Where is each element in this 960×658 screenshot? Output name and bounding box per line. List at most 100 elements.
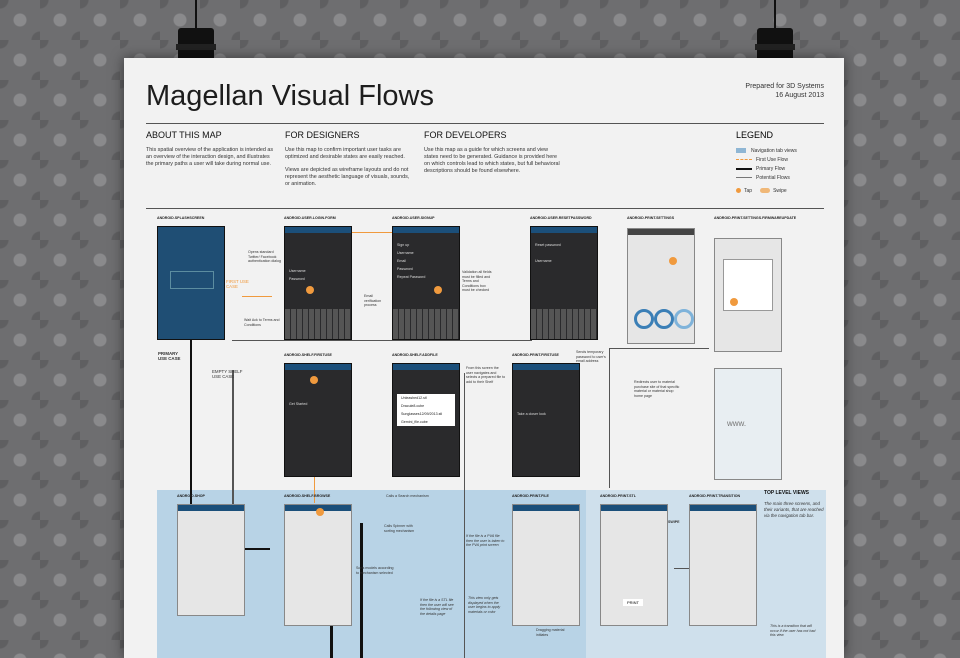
legend-item-gestures: Tap Swipe <box>736 186 826 195</box>
legend-item-primary: Primary Flow <box>736 164 826 173</box>
print-transition-screen[interactable] <box>689 504 757 626</box>
designers-body-1: Use this map to confirm important user t… <box>285 147 405 160</box>
action-bar <box>178 505 244 511</box>
tap-icon <box>306 286 314 294</box>
firmware-update-screen[interactable] <box>714 238 782 352</box>
legend-label: Swipe <box>773 187 787 194</box>
about-body: This spatial overview of the application… <box>146 147 274 167</box>
first-use-line <box>242 296 272 297</box>
splash-screen[interactable] <box>157 226 225 340</box>
legend-line-grey <box>736 177 752 178</box>
password-field[interactable]: Password <box>397 267 413 271</box>
designers-section: FOR DESIGNERS Use this map to confirm im… <box>285 130 413 194</box>
get-started-label[interactable]: Get Started <box>289 402 308 406</box>
password-field[interactable]: Password <box>289 277 305 281</box>
legend-label: Navigation tab views <box>751 147 797 154</box>
potential-flow-line <box>232 340 532 341</box>
list-item[interactable]: Dracule8.cube <box>401 404 425 408</box>
calls-search-note: Calls a Search mechanism <box>386 494 429 498</box>
login-screen[interactable]: Username Password <box>284 226 352 340</box>
legend-item-first-use: First Use Flow <box>736 155 826 164</box>
send-temp-note: Sends temporary password to user's email… <box>576 350 606 364</box>
screen-label: ANDROID.SHELF.FIRSTUSE <box>284 353 332 357</box>
shop-screen[interactable] <box>177 504 245 616</box>
wait-ack-note: Wait Ack to Terms and Conditions <box>244 318 280 327</box>
action-bar <box>601 505 667 511</box>
print-button[interactable]: PRINT <box>623 599 643 606</box>
screen-label: ANDROID.PRINT.FILE <box>512 494 549 498</box>
legend: LEGEND Navigation tab views First Use Fl… <box>736 130 826 195</box>
validation-note: Validation all fields must be filled and… <box>462 270 492 293</box>
transition-note: This is a transition that will occur if … <box>770 624 816 638</box>
list-item[interactable]: Unleashed12.stl <box>401 396 427 400</box>
legend-label: Potential Flows <box>756 174 790 181</box>
designers-body-2: Views are depicted as wireframe layouts … <box>285 167 410 187</box>
screen-label: ANDROID.USER.LOGIN.FORM <box>284 216 336 220</box>
legend-line-orange <box>736 159 752 160</box>
sign-up-title: Sign up <box>397 243 410 247</box>
top-level-heading: TOP LEVEL VIEWS <box>764 490 810 496</box>
potential-flow-line <box>464 373 465 658</box>
screen-label: ANDROID.PRINT.STL <box>600 494 636 498</box>
top-level-body: The main three screens, and their varian… <box>764 501 824 518</box>
reset-password-screen[interactable]: Reset password Username <box>530 226 598 340</box>
from-this-screen-note: From this screen the user navigates and … <box>466 366 506 384</box>
print-first-use-screen[interactable]: Take a closer look <box>512 363 580 477</box>
reset-password-title: Reset password <box>535 243 561 247</box>
swipe-note: SWIPE <box>668 520 680 524</box>
username-field[interactable]: Username <box>289 269 306 273</box>
file-list: Unleashed12.stl Dracule8.cube Sunglasses… <box>397 394 455 426</box>
primary-flow-line <box>360 523 363 658</box>
shelf-first-use-screen[interactable]: Get Started <box>284 363 352 477</box>
screen-label: ANDROID.PRINT.SETTINGS <box>627 216 675 220</box>
keyboard[interactable] <box>393 309 459 339</box>
legend-item-potential: Potential Flows <box>736 173 826 182</box>
if-pva-note: If the file is a PVA file then the user … <box>466 534 505 548</box>
signup-screen[interactable]: Sign up Username Email Password Repeat P… <box>392 226 460 340</box>
action-bar <box>690 505 756 511</box>
header-rule <box>146 123 824 124</box>
action-bar <box>628 229 694 235</box>
this-view-note: This view only gets displayed when the u… <box>468 596 501 614</box>
screen-label: ANDROID.PRINT.SETTINGS.FIRMWAREUPDATE <box>714 216 797 220</box>
print-file-screen[interactable] <box>512 504 580 626</box>
potential-flow-line <box>609 348 610 488</box>
list-item[interactable]: Sunglasses12/09/2013.stl <box>401 412 443 416</box>
developers-body: Use this map as a guide for which screen… <box>424 147 560 174</box>
email-field[interactable]: Email <box>397 259 406 263</box>
action-bar <box>285 227 351 233</box>
action-bar <box>531 227 597 233</box>
screen-label: ANDROID.PRINT.FIRSTUSE <box>512 353 559 357</box>
designers-heading: FOR DESIGNERS <box>285 130 360 140</box>
prepared-for: Prepared for 3D Systems 16 August 2013 <box>745 82 824 100</box>
username-field[interactable]: Username <box>535 259 552 263</box>
username-field[interactable]: Username <box>397 251 414 255</box>
primary-use-case-note: PRIMARY USE CASE <box>158 351 181 361</box>
potential-flow-line <box>609 348 709 349</box>
web-shop-screen[interactable]: www. <box>714 368 782 480</box>
repeat-password-field[interactable]: Repeat Password <box>397 275 426 279</box>
empty-shelf-note: EMPTY SHELF USE CASE <box>212 369 243 379</box>
tap-icon <box>316 508 324 516</box>
if-stl-note: If the file is a STL file then the user … <box>420 598 454 616</box>
shelf-browse-screen[interactable] <box>284 504 352 626</box>
about-heading: ABOUT THIS MAP <box>146 130 222 140</box>
email-verification-note: Email verification process <box>364 294 382 308</box>
list-item[interactable]: Gemini_file.cube <box>401 420 428 424</box>
print-settings-screen[interactable] <box>627 228 695 344</box>
keyboard[interactable] <box>285 309 351 339</box>
screen-label: ANDROID.SPLASHSCREEN <box>157 216 205 220</box>
primary-flow-line <box>190 340 192 550</box>
keyboard[interactable] <box>531 309 597 339</box>
prepared-date: 16 August 2013 <box>775 92 824 99</box>
shelf-add-file-screen[interactable]: Unleashed12.stl Dracule8.cube Sunglasses… <box>392 363 460 477</box>
print-stl-screen[interactable]: PRINT <box>600 504 668 626</box>
poster: Magellan Visual Flows Prepared for 3D Sy… <box>124 58 844 658</box>
gauge-icon <box>654 309 674 329</box>
gauge-icon <box>674 309 694 329</box>
opens-standard-note: Opens standard Twitter/ Facebook authent… <box>248 250 281 264</box>
take-tour-label[interactable]: Take a closer look <box>517 412 546 416</box>
screen-label: ANDROID.SHELF.ADDFILE <box>392 353 438 357</box>
developers-section: FOR DEVELOPERS Use this map as a guide f… <box>424 130 560 181</box>
screen-label: ANDROID.SHOP <box>177 494 205 498</box>
